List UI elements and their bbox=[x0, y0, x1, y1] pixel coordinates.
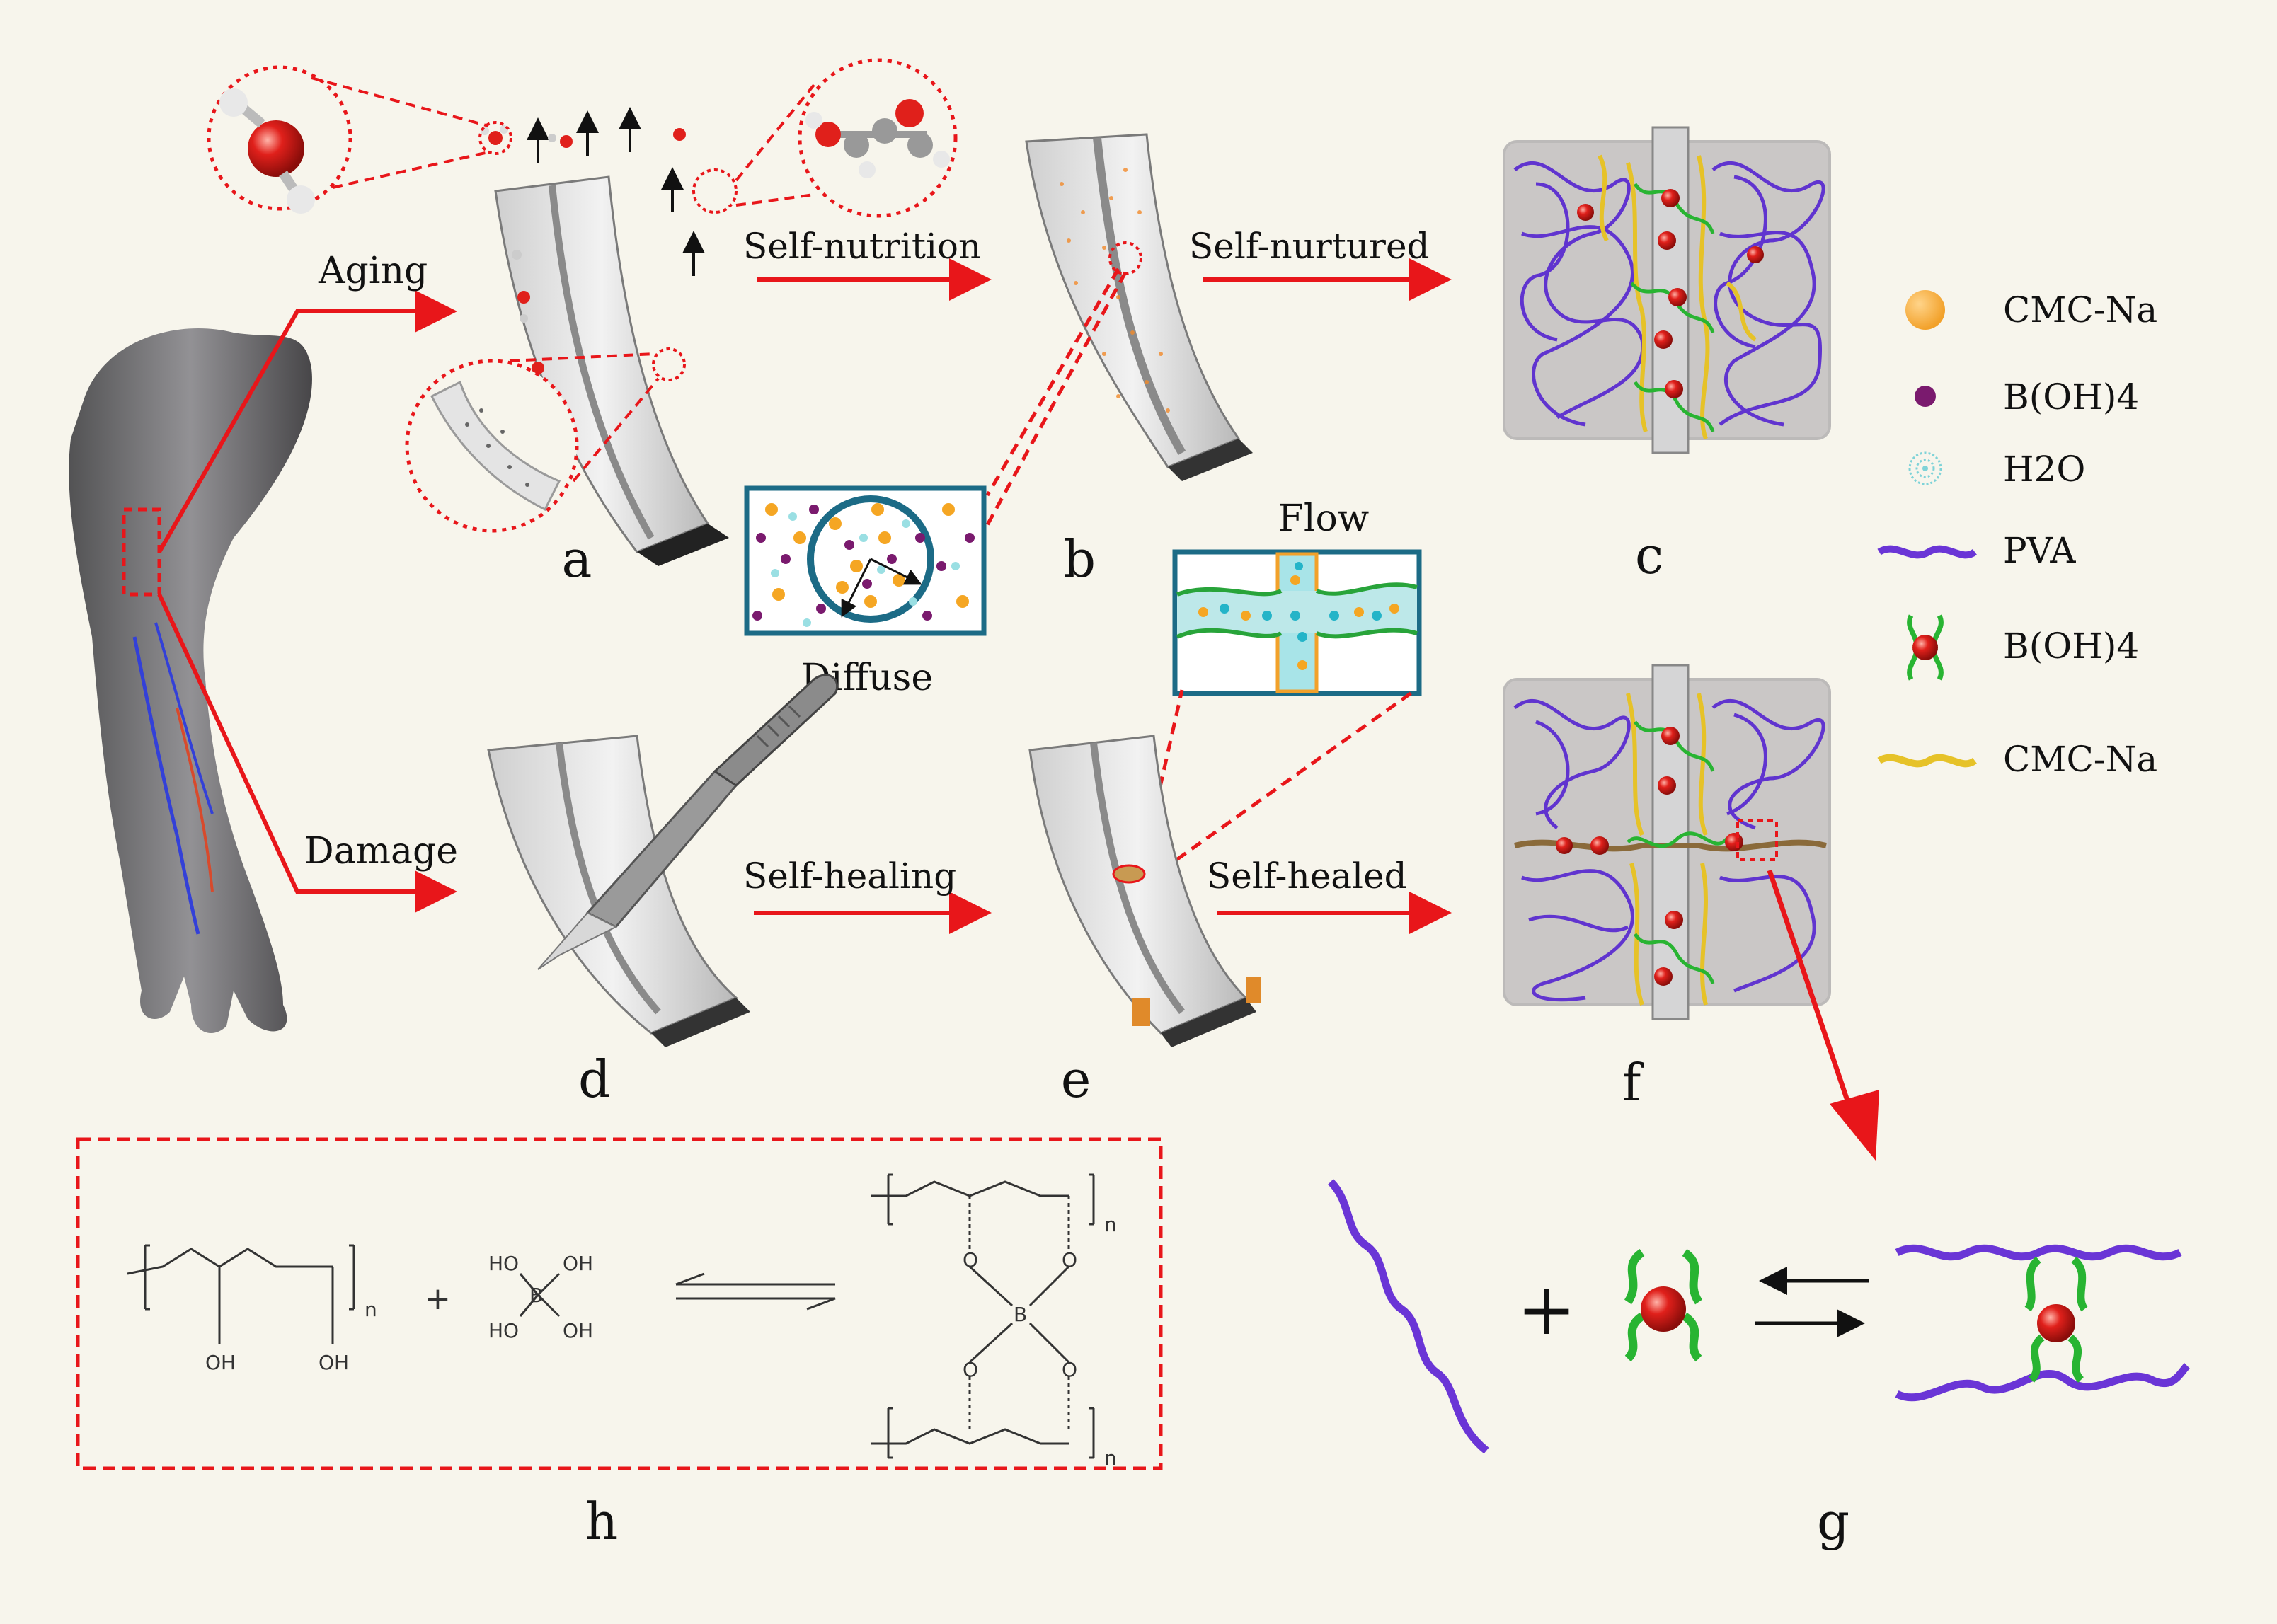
panel-label-b: b bbox=[1063, 529, 1096, 589]
panel-e-device bbox=[1028, 735, 1261, 1047]
svg-text:O: O bbox=[1062, 1248, 1077, 1272]
panel-a-device bbox=[481, 107, 729, 566]
svg-text:O: O bbox=[1062, 1358, 1077, 1381]
panel-label-g: g bbox=[1817, 1492, 1849, 1551]
svg-text:HO: HO bbox=[488, 1252, 519, 1275]
svg-text:n: n bbox=[1104, 1213, 1117, 1236]
damage-label: Damage bbox=[304, 830, 458, 873]
porous-tube-callout bbox=[405, 347, 686, 533]
flow-label: Flow bbox=[1278, 497, 1370, 540]
scalpel-icon bbox=[537, 674, 839, 970]
aging-arrow bbox=[157, 290, 457, 553]
pva-chain bbox=[1327, 1179, 1489, 1454]
svg-text:n: n bbox=[365, 1298, 377, 1321]
svg-text:n: n bbox=[1104, 1446, 1117, 1470]
legend-pva-chain-icon bbox=[1877, 545, 1977, 559]
water-molecule-callout bbox=[207, 65, 512, 214]
legend-water-label: H2O bbox=[2003, 449, 2085, 490]
panel-label-f: f bbox=[1622, 1053, 1644, 1112]
legend-water-icon bbox=[1908, 451, 1942, 485]
legend-cmc-na-label: CMC-Na bbox=[2003, 289, 2157, 330]
aging-label: Aging bbox=[318, 250, 428, 292]
diffuse-inset bbox=[744, 485, 987, 636]
legend-borate-dot-icon bbox=[1915, 386, 1936, 407]
svg-text:+: + bbox=[1517, 1268, 1576, 1351]
svg-text:B: B bbox=[529, 1284, 543, 1307]
legend-cmc-chain-label: CMC-Na bbox=[2003, 739, 2157, 780]
panel-label-c: c bbox=[1635, 526, 1663, 585]
panel-h-reaction: n OH OH + HO OH B HO OH O O B O O n n bbox=[76, 1137, 1163, 1470]
self-nurtured-label: Self-nurtured bbox=[1189, 226, 1430, 267]
self-nutrition-label: Self-nutrition bbox=[743, 226, 981, 267]
svg-text:OH: OH bbox=[563, 1252, 593, 1275]
svg-text:OH: OH bbox=[563, 1319, 593, 1342]
panel-c-network bbox=[1503, 126, 1831, 454]
legend-crosslinker-label: B(OH)4 bbox=[2003, 626, 2139, 667]
svg-text:O: O bbox=[963, 1358, 978, 1381]
svg-text:OH: OH bbox=[205, 1351, 236, 1374]
free-crosslinker bbox=[1624, 1249, 1703, 1362]
flow-inset bbox=[1172, 549, 1422, 696]
svg-text:+: + bbox=[425, 1281, 451, 1317]
panel-label-d: d bbox=[578, 1049, 611, 1109]
self-healing-label: Self-healing bbox=[743, 856, 956, 897]
panel-label-h: h bbox=[585, 1492, 618, 1551]
damage-arrow bbox=[157, 593, 457, 913]
zoom-to-g-arrow bbox=[1830, 1090, 1879, 1161]
legend-pva-label: PVA bbox=[2003, 530, 2076, 571]
panel-d-device bbox=[487, 674, 839, 1047]
self-healed-label: Self-healed bbox=[1207, 856, 1407, 897]
bound-complex bbox=[1895, 1244, 2191, 1402]
svg-text:HO: HO bbox=[488, 1319, 519, 1342]
panel-label-e: e bbox=[1061, 1049, 1091, 1109]
arm-illustration bbox=[69, 328, 312, 1033]
legend-borate-label: B(OH)4 bbox=[2003, 376, 2139, 417]
panel-g-crosslink-equilibrium: + bbox=[1327, 1179, 2191, 1454]
legend-cmc-sphere-icon bbox=[1905, 290, 1945, 330]
legend-crosslinker-icon bbox=[1907, 614, 1944, 681]
legend: CMC-Na B(OH)4 H2O PVA B(OH)4 CMC-Na bbox=[1877, 289, 2157, 780]
panel-f-network bbox=[1503, 664, 1831, 1020]
panel-label-a: a bbox=[562, 529, 592, 589]
svg-text:O: O bbox=[963, 1248, 978, 1272]
glycerol-molecule-callout bbox=[692, 58, 958, 218]
svg-text:B: B bbox=[1014, 1303, 1027, 1326]
svg-text:OH: OH bbox=[319, 1351, 349, 1374]
legend-cmc-chain-icon bbox=[1877, 754, 1977, 768]
panel-b-device bbox=[1025, 133, 1253, 481]
